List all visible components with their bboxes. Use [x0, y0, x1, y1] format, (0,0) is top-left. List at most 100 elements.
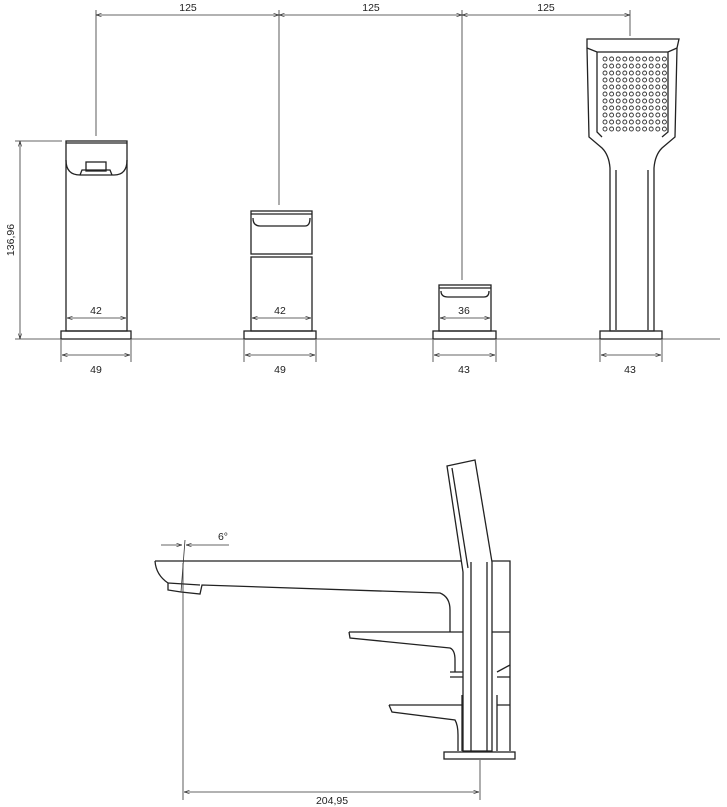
spray-nozzle — [635, 126, 641, 132]
spray-nozzle — [661, 77, 667, 83]
spray-nozzle — [661, 70, 667, 76]
spray-nozzle — [648, 77, 654, 83]
spray-nozzle — [648, 56, 654, 62]
spray-nozzle — [655, 63, 661, 69]
spray-nozzle — [635, 84, 641, 90]
spray-nozzle — [635, 56, 641, 62]
spray-nozzle — [642, 77, 648, 83]
spray-nozzle — [655, 126, 661, 132]
spray-nozzle — [615, 91, 621, 97]
spray-nozzle — [661, 98, 667, 104]
spray-nozzle — [661, 105, 667, 111]
spray-nozzle — [642, 105, 648, 111]
spray-nozzle — [615, 105, 621, 111]
spray-nozzle — [655, 70, 661, 76]
spray-nozzle — [648, 98, 654, 104]
spacing-dim-2: 125 — [362, 2, 380, 14]
spray-nozzle — [628, 91, 634, 97]
spray-nozzle — [628, 98, 634, 104]
spray-nozzle — [648, 63, 654, 69]
spray-nozzle — [642, 63, 648, 69]
spray-nozzle — [622, 77, 628, 83]
spray-nozzle — [628, 112, 634, 118]
spray-nozzle — [622, 56, 628, 62]
spray-nozzle — [661, 56, 667, 62]
spray-nozzle — [635, 112, 641, 118]
spray-nozzle — [628, 84, 634, 90]
spray-nozzle — [602, 56, 608, 62]
spacing-dimensions: 125 125 125 — [95, 2, 631, 280]
spray-nozzle — [655, 77, 661, 83]
spray-nozzle — [615, 77, 621, 83]
spray-nozzle — [661, 63, 667, 69]
base-width-4: 43 — [624, 364, 636, 376]
spray-nozzle — [609, 84, 615, 90]
base-width-1: 49 — [90, 364, 102, 376]
spray-nozzle — [661, 119, 667, 125]
spray-nozzle — [655, 105, 661, 111]
spray-nozzle — [609, 112, 615, 118]
base-width-2: 49 — [274, 364, 286, 376]
spray-nozzle — [642, 70, 648, 76]
spacing-dim-1: 125 — [179, 2, 197, 14]
spray-nozzle — [648, 119, 654, 125]
spray-nozzle — [622, 119, 628, 125]
height-dim-label: 136,96 — [5, 224, 17, 256]
spray-nozzle — [642, 91, 648, 97]
spray-nozzle — [648, 84, 654, 90]
reach-dim-label: 204,95 — [316, 795, 348, 807]
spray-nozzle — [622, 70, 628, 76]
spray-nozzle — [642, 126, 648, 132]
spray-nozzle — [609, 105, 615, 111]
spray-nozzle — [642, 84, 648, 90]
spray-nozzle — [648, 70, 654, 76]
spray-nozzle — [602, 77, 608, 83]
spray-nozzle — [655, 112, 661, 118]
angle-label: 6° — [218, 531, 228, 543]
spout-front: 42 — [60, 140, 132, 340]
spray-nozzle — [602, 91, 608, 97]
spray-nozzle — [602, 98, 608, 104]
spray-nozzle — [602, 126, 608, 132]
spray-nozzle — [655, 84, 661, 90]
spray-nozzle — [648, 91, 654, 97]
spray-nozzle — [635, 63, 641, 69]
inner-width-2: 42 — [274, 305, 286, 317]
spray-nozzle — [628, 56, 634, 62]
spray-nozzle — [609, 70, 615, 76]
spray-nozzle — [661, 126, 667, 132]
spray-nozzle — [622, 98, 628, 104]
spray-nozzle — [622, 91, 628, 97]
spray-nozzle — [628, 119, 634, 125]
spray-nozzle — [661, 91, 667, 97]
spray-nozzle — [609, 126, 615, 132]
spray-nozzle — [642, 56, 648, 62]
spray-nozzle — [615, 112, 621, 118]
spray-nozzle — [661, 84, 667, 90]
spray-nozzle — [615, 126, 621, 132]
mixer-front-2: 36 — [432, 284, 497, 340]
spacing-dim-3: 125 — [537, 2, 555, 14]
spray-nozzle — [635, 105, 641, 111]
inner-width-3: 36 — [458, 305, 470, 317]
spray-nozzle — [602, 70, 608, 76]
spray-nozzle — [615, 70, 621, 76]
spray-nozzle — [609, 56, 615, 62]
spray-nozzle — [642, 119, 648, 125]
spray-nozzle — [635, 70, 641, 76]
spray-nozzle — [648, 112, 654, 118]
height-dimension: 136,96 — [5, 140, 62, 339]
spray-nozzle — [661, 112, 667, 118]
mixer-front-1: 42 — [243, 210, 317, 340]
spray-nozzle — [609, 91, 615, 97]
spray-nozzle — [609, 77, 615, 83]
spray-nozzle — [622, 105, 628, 111]
spray-nozzle — [628, 77, 634, 83]
spray-nozzle — [602, 84, 608, 90]
spray-nozzle — [635, 77, 641, 83]
spray-nozzle — [635, 98, 641, 104]
spray-nozzle — [602, 105, 608, 111]
spray-nozzle — [602, 63, 608, 69]
spray-nozzle — [622, 84, 628, 90]
spray-nozzle — [635, 91, 641, 97]
